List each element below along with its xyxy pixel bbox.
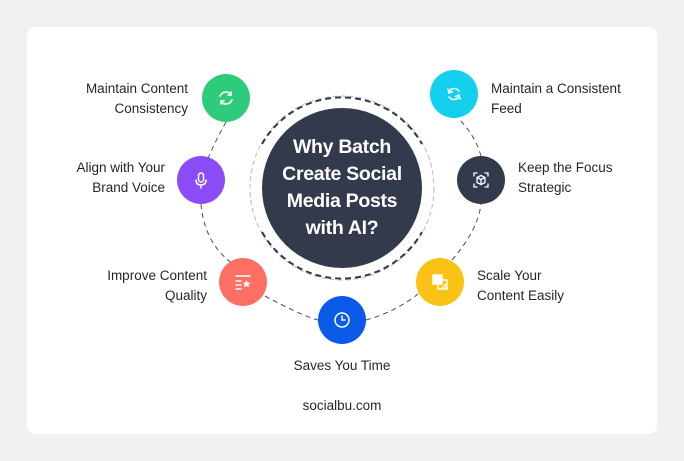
node-maintain-consistent-feed [430, 70, 478, 118]
title-line: Create Social [282, 163, 402, 185]
label-line: Strategic [518, 180, 572, 195]
refresh-icon [219, 91, 233, 105]
label-line: Keep the Focus [518, 160, 613, 175]
title-line: Why Batch [292, 136, 392, 158]
label-line: Quality [164, 288, 207, 303]
scale-copy-icon [432, 274, 448, 290]
node-improve-content-quality [219, 258, 267, 306]
label-line: Brand Voice [92, 180, 165, 195]
sync-icon [447, 87, 461, 101]
footer-source: socialbu.com [302, 398, 382, 413]
center-title: Why Batch Create Social Media Posts with… [282, 134, 402, 242]
label-saves-time: Saves You Time [262, 356, 422, 376]
label-improve-content-quality: Improve Content Quality [60, 266, 207, 306]
label-line: Saves You Time [293, 358, 391, 373]
center-title-circle: Why Batch Create Social Media Posts with… [262, 108, 422, 268]
node-saves-time [318, 296, 366, 344]
list-star-icon [235, 275, 251, 290]
label-align-brand-voice: Align with Your Brand Voice [40, 158, 165, 198]
node-scale-content [416, 258, 464, 306]
node-align-brand-voice [177, 156, 225, 204]
label-scale-content: Scale Your Content Easily [477, 266, 617, 306]
label-line: Improve Content [107, 268, 207, 283]
clock-icon [334, 312, 350, 328]
label-line: Feed [491, 101, 522, 116]
node-maintain-content-consistency [202, 74, 250, 122]
microphone-icon [195, 172, 207, 189]
label-maintain-consistent-feed: Maintain a Consistent Feed [491, 79, 651, 119]
node-keep-focus-strategic [457, 156, 505, 204]
label-line: Consistency [114, 101, 188, 116]
label-keep-focus-strategic: Keep the Focus Strategic [518, 158, 648, 198]
focus-cube-icon [473, 172, 489, 188]
title-line: Media Posts [286, 190, 398, 212]
label-line: Align with Your [76, 160, 165, 175]
label-maintain-content-consistency: Maintain Content Consistency [50, 79, 188, 119]
title-line: with AI? [305, 217, 379, 239]
label-line: Scale Your [477, 268, 542, 283]
label-line: Maintain a Consistent [491, 81, 621, 96]
label-line: Maintain Content [85, 81, 188, 96]
label-line: Content Easily [477, 288, 565, 303]
